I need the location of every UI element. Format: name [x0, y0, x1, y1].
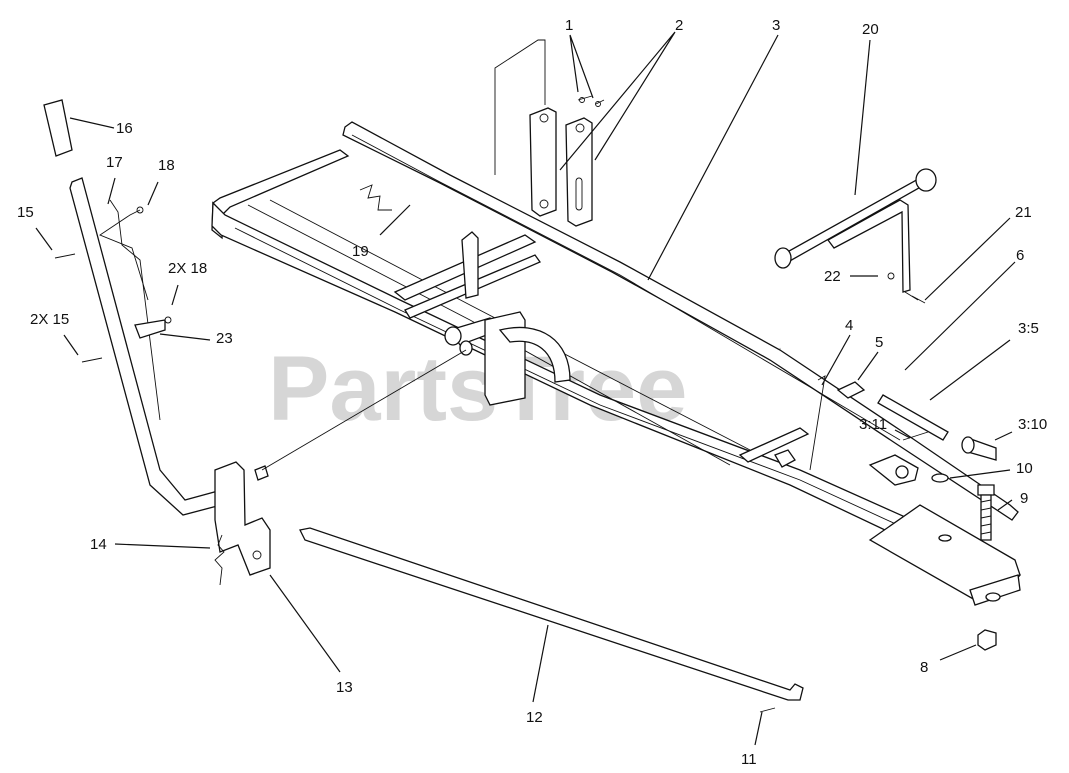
callout-2x18: 2X 18 — [168, 260, 207, 277]
callout-16: 16 — [116, 120, 133, 137]
leader-lines — [35, 31, 1016, 746]
callout-3-11: 3:11 — [859, 416, 887, 433]
lift-lever — [43, 99, 241, 516]
callout-5: 5 — [875, 334, 883, 351]
callout-14: 14 — [90, 536, 107, 553]
callout-17: 17 — [106, 154, 123, 171]
callout-18: 18 — [158, 157, 175, 174]
link-plates — [494, 39, 605, 227]
callout-20: 20 — [862, 21, 879, 38]
callout-15: 15 — [17, 204, 34, 221]
callout-labels: 1 2 3 20 16 17 18 15 21 2X 18 19 22 6 2X… — [17, 17, 1047, 768]
lower-linkage — [214, 349, 804, 713]
callout-4: 4 — [845, 317, 853, 334]
callout-19: 19 — [352, 243, 369, 260]
callout-10: 10 — [1016, 460, 1033, 477]
callout-9: 9 — [1020, 490, 1028, 507]
callout-2: 2 — [675, 17, 683, 34]
callout-11: 11 — [741, 751, 757, 768]
callout-21: 21 — [1015, 204, 1032, 221]
watermark-text: PartsTree — [268, 338, 687, 440]
callout-22: 22 — [824, 268, 841, 285]
callout-12: 12 — [526, 709, 543, 726]
callout-23: 23 — [216, 330, 233, 347]
callout-3-5: 3:5 — [1018, 320, 1039, 337]
callout-13: 13 — [336, 679, 353, 696]
callout-2x15: 2X 15 — [30, 311, 69, 328]
pin-19 — [359, 184, 392, 211]
hitch-hardware — [809, 375, 997, 651]
callout-1: 1 — [565, 17, 573, 34]
axle-assembly — [774, 168, 937, 304]
callout-3-10: 3:10 — [1018, 416, 1047, 433]
callout-3: 3 — [772, 17, 780, 34]
hitch-frame — [211, 121, 1021, 606]
callout-6: 6 — [1016, 247, 1024, 264]
callout-8: 8 — [920, 659, 928, 676]
